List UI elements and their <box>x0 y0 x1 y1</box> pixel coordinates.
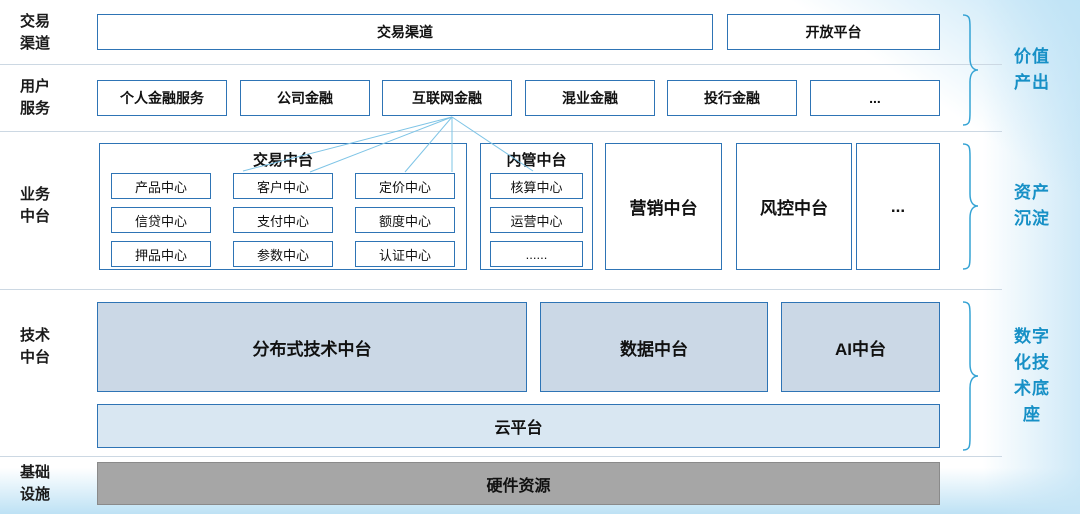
box-cloud-platform: 云平台 <box>97 404 940 448</box>
side-label-asset-accumulation: 资产 沉淀 <box>1014 183 1050 228</box>
box-hardware-resources: 硬件资源 <box>97 462 940 505</box>
row-separator <box>0 131 1002 132</box>
box-quota-center: 额度中心 <box>355 207 455 233</box>
box-open-platform: 开放平台 <box>727 14 940 50</box>
row-separator <box>0 289 1002 290</box>
box-internet-finance: 互联网金融 <box>382 80 512 116</box>
box-distributed-tech-platform: 分布式技术中台 <box>97 302 527 392</box>
box-parameter-center: 参数中心 <box>233 241 333 267</box>
box-payment-center: 支付中心 <box>233 207 333 233</box>
box-credit-center: 信贷中心 <box>111 207 211 233</box>
box-pricing-center: 定价中心 <box>355 173 455 199</box>
left-label-business-middle: 业务 中台 <box>19 186 50 225</box>
box-marketing-middle-platform: 营销中台 <box>605 143 722 270</box>
box-business-more: ... <box>856 143 940 270</box>
box-ai-middle-platform: AI中台 <box>781 302 940 392</box>
brace-asset-accumulation <box>962 143 979 270</box>
side-label-digital-tech-base: 数字 化技 术底 座 <box>1014 327 1050 424</box>
box-mixed-finance: 混业金融 <box>525 80 655 116</box>
box-services-more: ... <box>810 80 940 116</box>
left-label-tech-middle: 技术 中台 <box>19 327 50 366</box>
box-investment-banking: 投行金融 <box>667 80 797 116</box>
box-internal-more: ...... <box>490 241 583 267</box>
group-title-trade-middle: 交易中台 <box>252 152 313 169</box>
brace-digital-tech-base <box>962 301 979 451</box>
box-personal-finance: 个人金融服务 <box>97 80 227 116</box>
left-label-user-services: 用户 服务 <box>19 78 50 117</box>
row-separator <box>0 64 1002 65</box>
box-accounting-center: 核算中心 <box>490 173 583 199</box>
box-collateral-center: 押品中心 <box>111 241 211 267</box>
row-separator <box>0 456 1002 457</box>
brace-value-output <box>962 14 979 126</box>
box-authentication-center: 认证中心 <box>355 241 455 267</box>
group-title-internal-middle: 内管中台 <box>506 152 567 169</box>
box-operations-center: 运营中心 <box>490 207 583 233</box>
box-trade-channel: 交易渠道 <box>97 14 713 50</box>
box-corporate-finance: 公司金融 <box>240 80 370 116</box>
box-data-middle-platform: 数据中台 <box>540 302 768 392</box>
box-risk-control-middle-platform: 风控中台 <box>736 143 852 270</box>
box-customer-center: 客户中心 <box>233 173 333 199</box>
side-label-value-output: 价值 产出 <box>1014 47 1050 92</box>
box-product-center: 产品中心 <box>111 173 211 199</box>
left-label-infrastructure: 基础 设施 <box>19 464 50 503</box>
left-label-trade-channels: 交易 渠道 <box>19 13 50 52</box>
